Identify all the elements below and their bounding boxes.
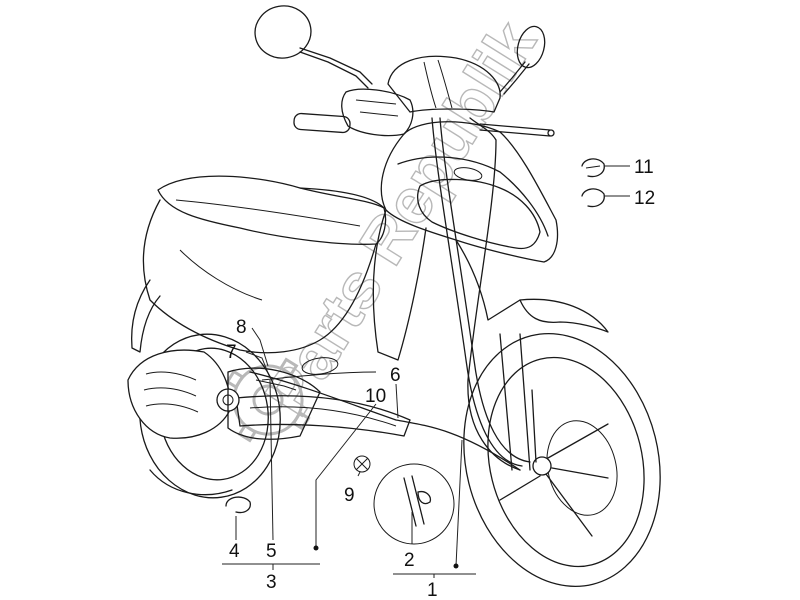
callout-10: 10	[365, 386, 386, 407]
floorboard	[235, 395, 411, 437]
detail-inset-2	[373, 463, 455, 545]
callout-6: 6	[390, 365, 401, 386]
callout-12: 12	[634, 188, 655, 209]
front-fender	[519, 298, 609, 333]
seat	[157, 175, 387, 245]
part-4-clamp	[225, 496, 251, 514]
part-11-clamp	[581, 158, 605, 178]
callout-2: 2	[404, 550, 415, 571]
mirror-right	[499, 25, 546, 95]
part-12-clamp	[581, 188, 605, 208]
rear-body	[142, 199, 377, 354]
callout-4: 4	[229, 541, 240, 562]
callout-8: 8	[236, 317, 247, 338]
callout-1: 1	[427, 580, 438, 600]
mirror-left	[254, 5, 373, 89]
detail-inset-9	[353, 455, 371, 473]
callout-9: 9	[344, 485, 355, 506]
handlebar	[293, 88, 555, 137]
callout-labels: 1 2 3 4 5 6 7 8 9 10 11 12	[226, 157, 655, 600]
muffler	[127, 349, 240, 439]
cable-routing	[249, 117, 531, 471]
scooter-illustration	[127, 5, 661, 588]
callout-5: 5	[266, 541, 277, 562]
front-logo-panel	[417, 178, 541, 250]
front-wheel	[463, 332, 661, 588]
callout-11: 11	[634, 157, 654, 178]
callout-3: 3	[266, 572, 277, 593]
callout-7: 7	[226, 342, 237, 363]
windshield	[387, 55, 501, 113]
leader-lines	[222, 165, 630, 578]
